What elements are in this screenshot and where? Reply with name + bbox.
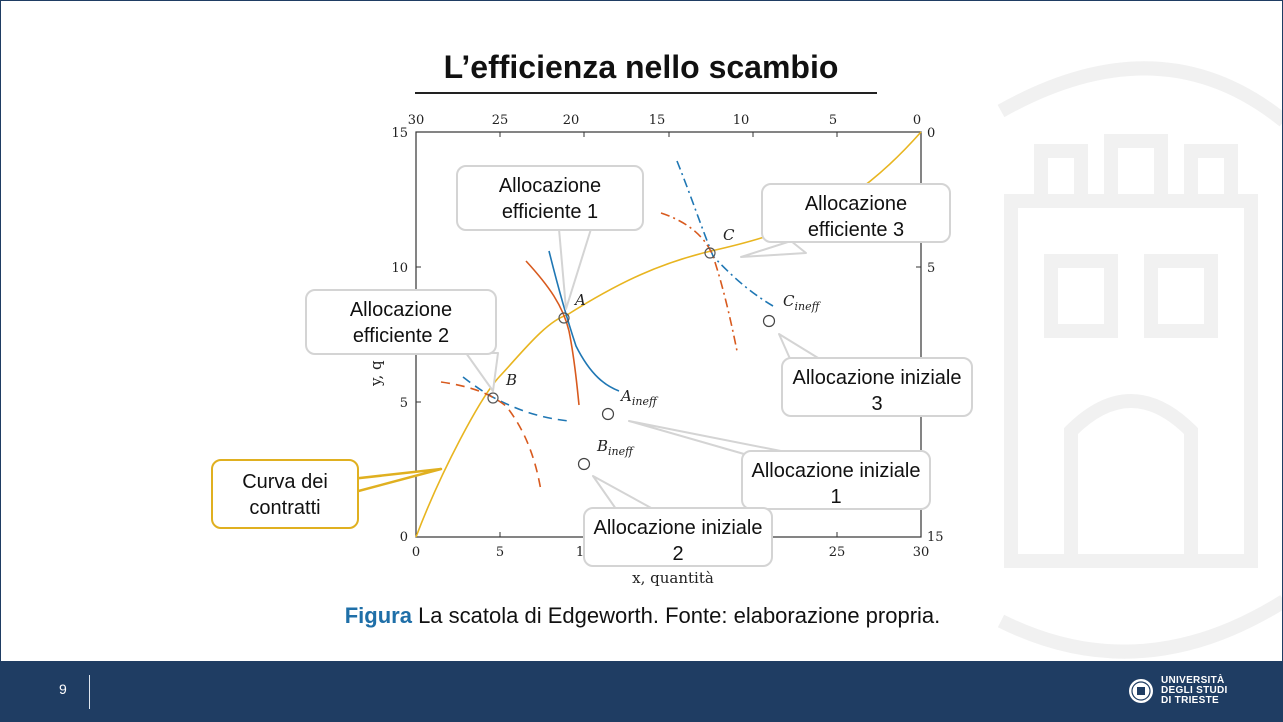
x-tick-30: 30 bbox=[913, 545, 930, 560]
y-tick-10: 10 bbox=[391, 261, 408, 276]
y-tick-0: 0 bbox=[400, 530, 408, 545]
right-tick-5: 5 bbox=[927, 261, 935, 276]
callout-pointer-eff3 bbox=[740, 240, 807, 258]
top-tick-10: 10 bbox=[733, 113, 750, 128]
point-a-marker bbox=[558, 312, 570, 324]
point-c-ineff-sub: ineff bbox=[794, 300, 821, 313]
callout-efficient-3: Allocazione efficiente 3 bbox=[761, 183, 951, 243]
point-c-ineff-marker bbox=[762, 314, 776, 328]
svg-text:Bineff: Bineff bbox=[596, 437, 635, 458]
callout-efficient-2: Allocazione efficiente 2 bbox=[305, 289, 497, 355]
slide-title: L’efficienza nello scambio bbox=[443, 49, 839, 85]
indifference-curve-c-blue bbox=[676, 160, 774, 307]
footer-bar: 9 UNIVERSITÀ DEGLI STUDI DI TRIESTE bbox=[1, 661, 1282, 721]
callout-initial-1: Allocazione iniziale 1 bbox=[741, 450, 931, 510]
callout-efficient-1: Allocazione efficiente 1 bbox=[456, 165, 644, 231]
university-seal-icon bbox=[1129, 679, 1153, 703]
point-a-ineff-marker bbox=[601, 407, 615, 421]
university-name-line-1: UNIVERSITÀ bbox=[1161, 675, 1225, 686]
y-tick-15: 15 bbox=[391, 126, 408, 141]
university-name: UNIVERSITÀ DEGLI STUDI DI TRIESTE bbox=[1161, 676, 1228, 706]
top-tick-25: 25 bbox=[492, 113, 509, 128]
x-tick-25: 25 bbox=[829, 545, 846, 560]
top-tick-5: 5 bbox=[829, 113, 837, 128]
point-c-marker bbox=[704, 247, 716, 259]
university-name-line-2: DEGLI STUDI bbox=[1161, 685, 1228, 696]
x-axis-label: x, quantità bbox=[632, 569, 714, 587]
x-tick-5: 5 bbox=[496, 545, 504, 560]
point-b-marker bbox=[487, 392, 499, 404]
point-a-label: A bbox=[573, 291, 586, 309]
point-a-ineff-label: A bbox=[619, 387, 632, 405]
figure-caption: Figura La scatola di Edgeworth. Fonte: e… bbox=[1, 603, 1282, 629]
callout-contract-curve: Curva dei contratti bbox=[211, 459, 359, 529]
y-axis-label: y, q bbox=[367, 360, 385, 387]
title-underline bbox=[415, 92, 877, 94]
right-tick-0: 0 bbox=[927, 126, 935, 141]
point-b-ineff-marker bbox=[577, 457, 591, 471]
x-tick-0: 0 bbox=[412, 545, 420, 560]
svg-text:Aineff: Aineff bbox=[619, 387, 659, 408]
indifference-curve-c-red bbox=[660, 212, 738, 352]
callout-pointer-eff2 bbox=[465, 352, 499, 392]
page-number: 9 bbox=[59, 681, 67, 697]
y-tick-5: 5 bbox=[400, 396, 408, 411]
indifference-curve-a-blue bbox=[548, 250, 620, 392]
callout-pointer-ini2 bbox=[592, 475, 654, 510]
page-separator bbox=[89, 675, 90, 709]
right-tick-15: 15 bbox=[927, 530, 944, 545]
point-a-ineff-sub: ineff bbox=[632, 395, 659, 408]
point-c-label: C bbox=[723, 226, 735, 244]
callout-initial-3: Allocazione iniziale 3 bbox=[781, 357, 973, 417]
point-b-ineff-label: B bbox=[596, 437, 608, 455]
university-name-line-3: DI TRIESTE bbox=[1161, 695, 1220, 706]
caption-prefix: Figura bbox=[344, 603, 412, 628]
top-tick-30: 30 bbox=[408, 113, 425, 128]
top-tick-0: 0 bbox=[913, 113, 921, 128]
indifference-curve-a-red bbox=[525, 260, 580, 406]
point-c-ineff-label: C bbox=[783, 292, 795, 310]
indifference-curve-b-red bbox=[440, 381, 542, 492]
x-tick-10: 1 bbox=[576, 545, 584, 560]
watermark-logo bbox=[997, 61, 1282, 659]
indifference-curve-b-blue bbox=[462, 376, 570, 422]
point-b-label: B bbox=[505, 371, 517, 389]
point-b-ineff-sub: ineff bbox=[608, 445, 635, 458]
callout-pointer-contract bbox=[349, 467, 443, 495]
callout-initial-2: Allocazione iniziale 2 bbox=[583, 507, 773, 567]
top-tick-20: 20 bbox=[563, 113, 580, 128]
top-tick-15: 15 bbox=[649, 113, 666, 128]
svg-text:Cineff: Cineff bbox=[783, 292, 822, 313]
caption-text: La scatola di Edgeworth. Fonte: elaboraz… bbox=[418, 603, 941, 628]
